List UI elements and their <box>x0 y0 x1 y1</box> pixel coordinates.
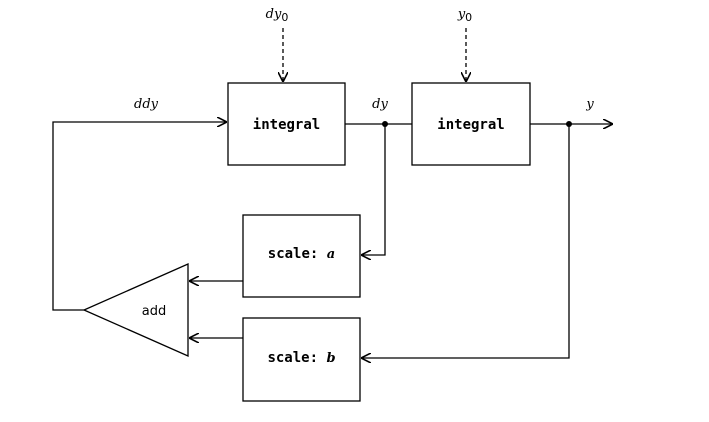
label-ddy: ddy <box>134 97 159 112</box>
label-dy0: dy0 <box>266 7 289 24</box>
wire-dy-to-scale-a <box>362 124 386 255</box>
scale-a-block <box>242 214 361 298</box>
scale-a-param: a <box>327 247 335 262</box>
integral-block-2-label: integral <box>437 117 504 133</box>
scale-b-block-label: scale: b <box>267 350 335 366</box>
label-y0-sub: 0 <box>465 11 472 24</box>
label-dy0-sub: 0 <box>281 11 288 24</box>
integral-block-1-label: integral <box>253 117 320 133</box>
scale-b-param: b <box>326 351 335 366</box>
integral-block-1 <box>227 82 346 166</box>
add-block-label: add <box>142 304 166 319</box>
label-y0-main: y <box>457 7 466 22</box>
label-dy: dy <box>372 97 388 112</box>
scale-a-prefix: scale: <box>268 246 327 262</box>
scale-b-block <box>242 317 361 402</box>
scale-a-block-label: scale: a <box>268 246 335 262</box>
wire-y-to-scale-b <box>362 124 570 358</box>
label-y0: y0 <box>457 7 472 24</box>
scale-b-prefix: scale: <box>267 350 326 366</box>
add-block <box>82 263 189 357</box>
label-dy0-main: dy <box>266 7 282 22</box>
wire-ddy <box>52 122 226 311</box>
integral-block-2 <box>411 82 531 166</box>
label-y: y <box>585 97 594 112</box>
